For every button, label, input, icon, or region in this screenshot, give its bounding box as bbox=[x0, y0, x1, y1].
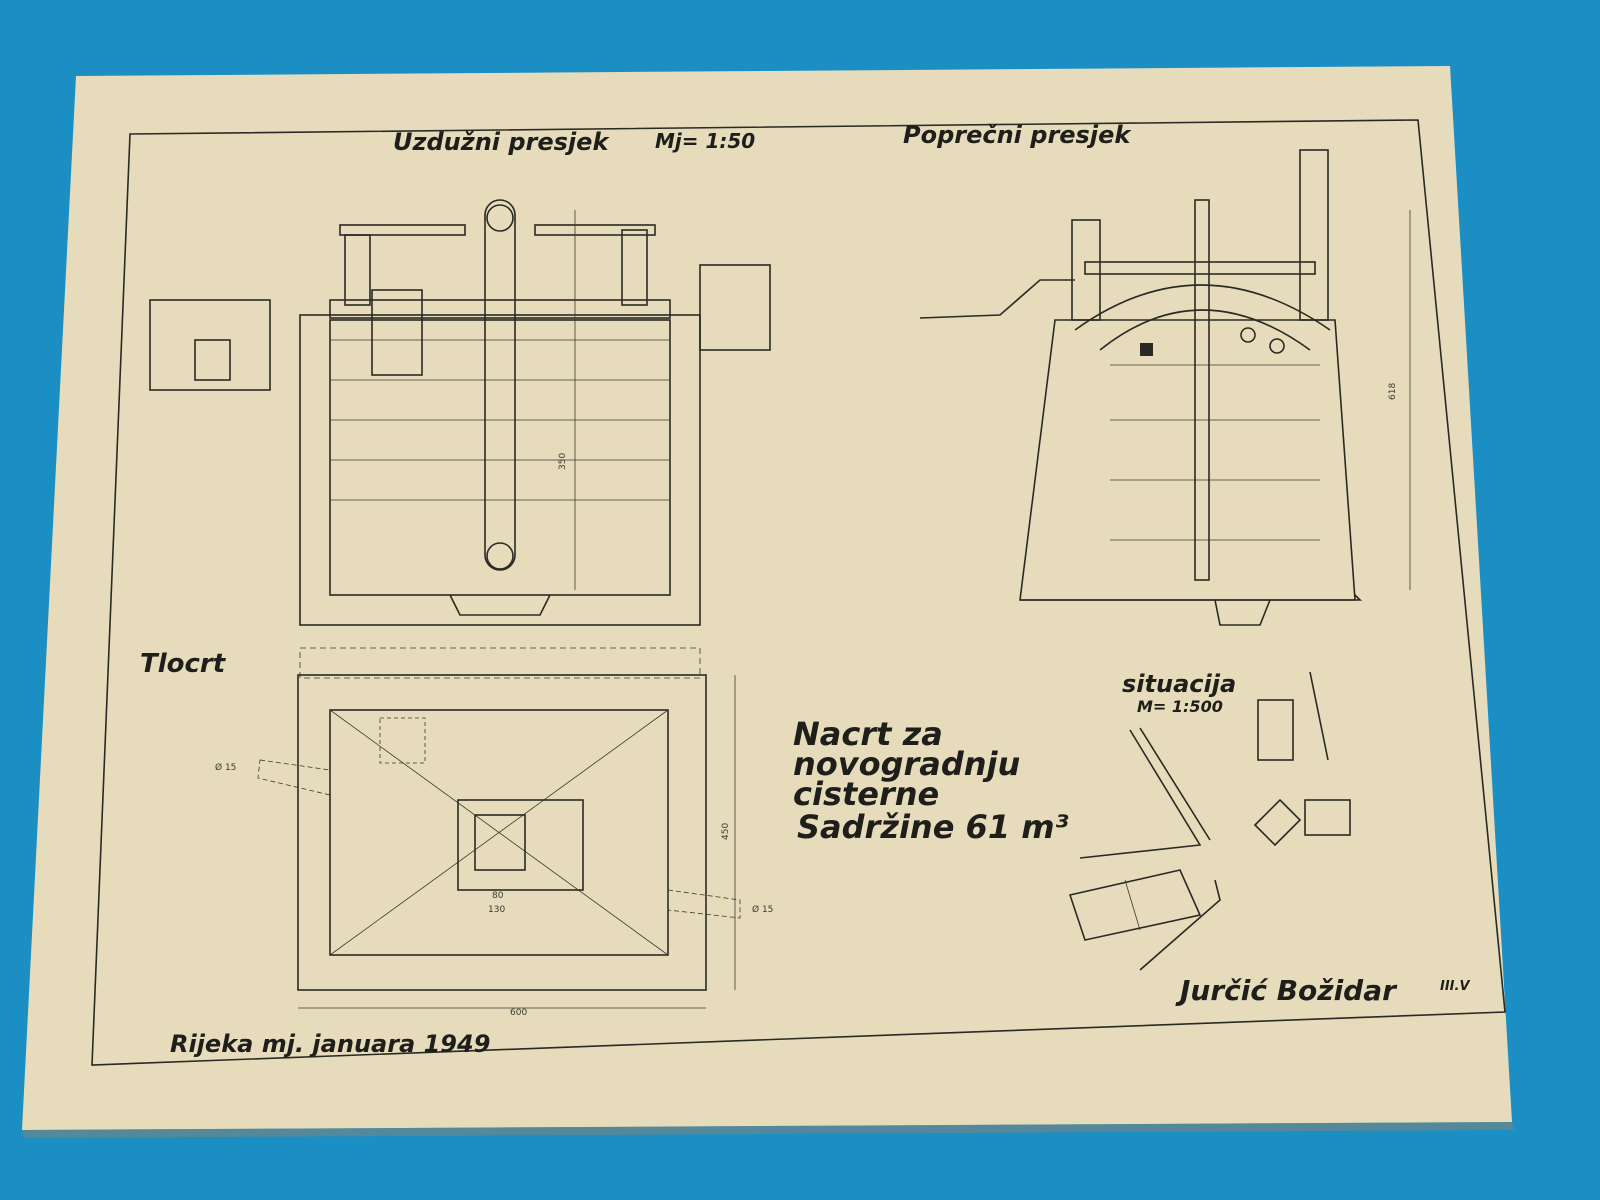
drawing-border bbox=[91, 119, 1506, 1066]
site-plan-title: situacija bbox=[1122, 670, 1236, 698]
center-130-dim: 130 bbox=[488, 905, 505, 915]
main-title-line3: cisterne bbox=[793, 775, 939, 813]
plan-drawing bbox=[257, 647, 741, 1009]
author-class: III.V bbox=[1440, 979, 1470, 994]
cross-height-dim: 618 bbox=[1388, 383, 1398, 400]
pipe-out-dim: Ø 15 bbox=[752, 904, 773, 915]
plan-title: Tlocrt bbox=[140, 649, 227, 679]
tank-height-dim: 350 bbox=[558, 453, 568, 470]
scale-label: Mj= 1:50 bbox=[655, 129, 755, 153]
cross-section-drawing bbox=[919, 149, 1411, 626]
site-plan-drawing bbox=[1068, 671, 1351, 971]
paper-sheet bbox=[22, 66, 1512, 1130]
plan-width-dim: 600 bbox=[510, 1008, 527, 1018]
place-date: Rijeka mj. januara 1949 bbox=[170, 1030, 490, 1058]
main-title-line2: novogradnju bbox=[793, 745, 1020, 783]
longitudinal-section-title: Uzdužni presjek bbox=[393, 128, 610, 156]
cross-section-title: Poprečni presjek bbox=[903, 121, 1132, 149]
author-name: Jurčić Božidar bbox=[1175, 974, 1398, 1007]
longitudinal-section-drawing bbox=[149, 199, 771, 626]
paper-shadow bbox=[22, 1122, 1514, 1138]
plan-depth-dim: 450 bbox=[721, 823, 731, 840]
main-title-line1: Nacrt za bbox=[793, 715, 943, 753]
pipe-in-dim: Ø 15 bbox=[215, 762, 236, 773]
main-title-line4: Sadržine 61 m³ bbox=[797, 808, 1069, 846]
site-plan-scale: M= 1:500 bbox=[1137, 697, 1223, 716]
center-80-dim: 80 bbox=[492, 891, 504, 901]
